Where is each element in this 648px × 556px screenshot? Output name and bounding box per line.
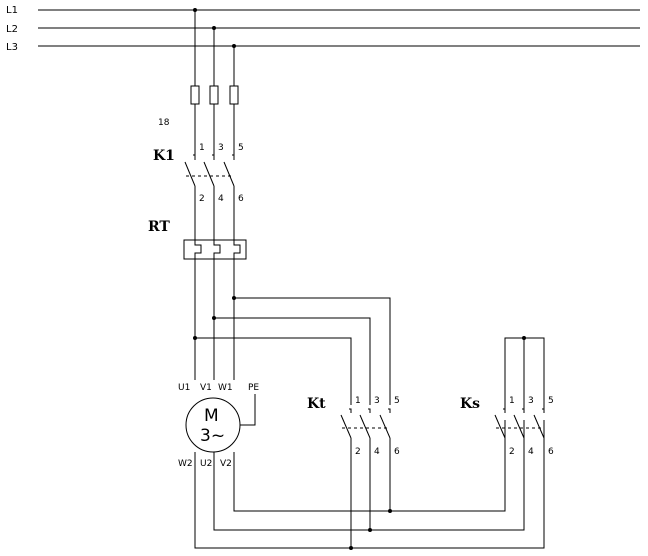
line-l1-label: L1	[6, 5, 18, 16]
kt-contacts	[340, 408, 391, 439]
kt-top-1: 1	[355, 396, 361, 406]
motor-term-v1: V1	[200, 383, 212, 393]
k1-contacts	[184, 150, 235, 187]
k1-bottom-2: 2	[199, 194, 205, 204]
junction-ks-star	[522, 336, 526, 340]
k1-ref: 18	[158, 118, 170, 128]
motor-term-v2: V2	[220, 459, 232, 469]
junction-kt-4	[368, 528, 372, 532]
ks-bottom-4: 4	[528, 447, 534, 457]
k1-top-3: 3	[218, 143, 224, 153]
branch-u1-to-kt1	[195, 337, 352, 405]
line-l3-label: L3	[6, 42, 18, 53]
branch-v1-to-kt3	[214, 317, 371, 405]
motor-pe-wire	[240, 394, 256, 426]
ks-top-5: 5	[548, 396, 554, 406]
ks-bottom-6: 6	[548, 447, 554, 457]
motor-term-w2: W2	[178, 459, 193, 469]
k1-top-5: 5	[238, 143, 244, 153]
k1-top-1: 1	[199, 143, 205, 153]
motor-phases: 3~	[200, 426, 225, 446]
kt-bottom-6: 6	[394, 447, 400, 457]
kt-bottom-4: 4	[374, 447, 380, 457]
rt-body	[183, 239, 247, 260]
motor-term-w1: W1	[218, 383, 233, 393]
kt-top-3: 3	[374, 396, 380, 406]
k1-label: K1	[153, 148, 175, 164]
fuse-2	[209, 85, 219, 105]
motor-letter: M	[204, 406, 219, 426]
ks-top-1: 1	[509, 396, 515, 406]
junction-kt-2	[349, 546, 353, 550]
wire-w2-to-ks6	[194, 420, 545, 549]
line-l2-label: L2	[6, 24, 18, 35]
rt-thermal-relay	[183, 239, 247, 260]
kt-top-5: 5	[394, 396, 400, 406]
kt-bottom-2: 2	[355, 447, 361, 457]
kt-label: Kt	[307, 396, 326, 412]
branch-w1-to-kt5	[234, 297, 391, 405]
rt-heater-1	[194, 240, 202, 259]
junction-kt-6	[388, 509, 392, 513]
rt-heater-2	[213, 240, 221, 259]
motor-term-u1: U1	[178, 383, 190, 393]
motor-pe-label: PE	[248, 383, 259, 393]
ks-top-3: 3	[528, 396, 534, 406]
ks-label: Ks	[460, 396, 480, 412]
rt-label: RT	[148, 219, 170, 235]
ks-bottom-2: 2	[509, 447, 515, 457]
k1-bottom-6: 6	[238, 194, 244, 204]
fuse-3	[229, 85, 239, 105]
fuse-1	[190, 85, 200, 105]
ks-contacts	[494, 408, 545, 439]
rt-heater-3	[233, 240, 241, 259]
motor-term-u2: U2	[200, 459, 212, 469]
k1-bottom-4: 4	[218, 194, 224, 204]
fuse-set	[190, 85, 239, 105]
